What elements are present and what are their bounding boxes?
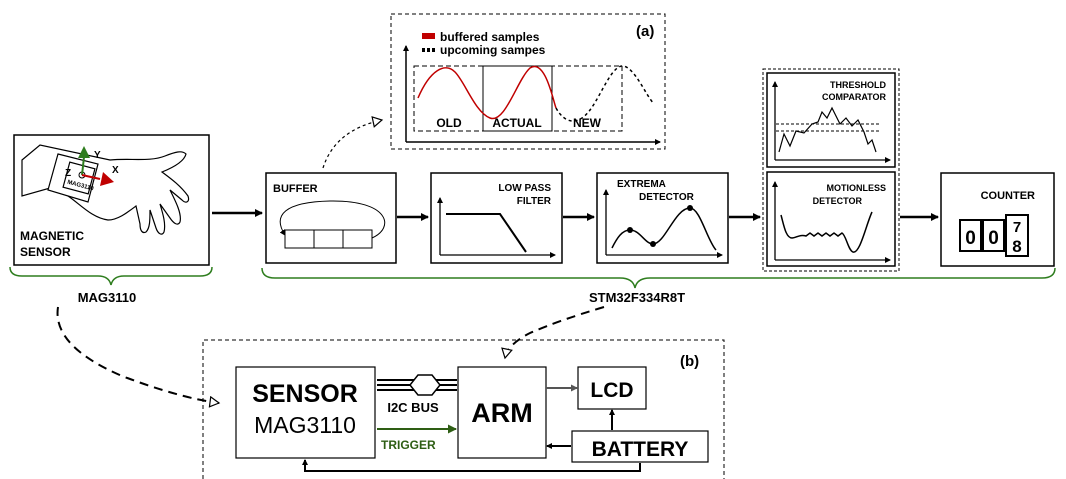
counter-digit-box [959,219,982,252]
mcu-group-label: STM32F334R8T [589,290,685,305]
battery-box [571,430,709,463]
magnetic-sensor-label-1: MAGNETIC [20,229,84,243]
buffer-block: BUFFER [265,172,397,264]
buffer-cell [284,229,315,249]
counter-digit-rolling: 7 [1013,219,1021,236]
counter-digit-box [1005,214,1029,257]
lcd-box [577,366,647,410]
i2c-bus-label: I2C BUS [387,400,439,415]
axis-y-line [81,156,85,176]
hand-with-sensor-icon: MAG3110 Z Y X [21,144,190,235]
buffer-label: BUFFER [273,183,318,195]
segment-old: OLD [436,116,462,130]
i2c-bidirectional-arrow [409,374,441,396]
magnetic-sensor-block: MAG3110 Z Y X MAGNETIC SENSOR [13,134,210,266]
sensor-brace-line [9,266,213,286]
extrema-point [687,205,693,211]
panel-b-sensor-label: SENSOR [252,380,358,408]
upcoming-signal [555,65,655,122]
counter-digit: 8 [1012,237,1021,256]
sensor-chip-box [235,366,376,459]
panel-a-frame [390,13,666,150]
mcu-to-panel-b-arrow [505,306,605,358]
panel-b: (b) SENSOR MAG3110 ARM LCD BATTERY I2C B… [202,339,725,479]
threshold-box [766,72,896,168]
arm-label: ARM [471,398,533,428]
counter-digit: 0 [988,228,999,249]
magnetic-sensor-label-2: SENSOR [20,245,71,259]
battery-label: BATTERY [592,438,689,461]
panel-a: (a) buffered samples upcoming sampes OLD… [390,13,666,150]
extrema-label-1: EXTREMA [617,179,666,190]
panel-b-frame [202,339,725,479]
lowpass-box [430,172,563,264]
lowpass-response-curve [446,213,527,253]
axis-y-arrow-icon [78,146,90,158]
trigger-label: TRIGGER [381,438,436,452]
detectors-group: THRESHOLD COMPARATOR MOTIONLESS DETECTOR [762,68,900,272]
threshold-label-2: COMPARATOR [822,92,886,102]
buffer-to-panel-a-arrow [322,120,382,169]
motionless-label-1: MOTIONLESS [826,183,886,193]
panel-b-sensor-chip: MAG3110 [254,412,356,438]
counter-digit-box [982,219,1005,252]
battery-to-sensor-arrow [302,459,641,472]
sensor-to-panel-b-arrow [56,306,219,403]
extrema-label-2: DETECTOR [639,192,695,203]
detectors-frame [762,68,900,272]
buffer-cell [342,229,373,249]
axis-x-arrow-icon [100,172,114,186]
legend-upcoming-label: upcoming sampes [440,43,546,57]
counter-label: COUNTER [981,190,1035,202]
sensor-chip-group-label: MAG3110 [78,290,137,305]
buffered-signal [417,65,557,120]
legend-buffered-swatch [422,33,435,39]
threshold-label-1: THRESHOLD [830,80,887,90]
mcu-brace: STM32F334R8T [261,267,1056,305]
actual-window [482,65,553,132]
sensor-brace: MAG3110 [9,266,213,305]
motionless-signal [780,211,873,253]
panel-a-tag: (a) [636,23,654,40]
buffer-cell [313,229,344,249]
legend-buffered-label: buffered samples [440,30,540,44]
lcd-label: LCD [590,379,633,402]
counter-block: COUNTER 0 0 7 8 [940,172,1055,267]
extrema-point [627,227,633,233]
segment-actual: ACTUAL [492,116,541,130]
i2c-bus-icon [377,374,457,396]
counter-digit: 0 [965,228,976,249]
axis-x-line [81,174,101,180]
threshold-signal [778,106,877,153]
x-axis-label: X [112,165,119,176]
lowpass-label-1: LOW PASS [498,183,551,194]
panel-b-tag: (b) [680,353,699,370]
extrema-point [650,241,656,247]
arm-box [457,366,547,459]
extrema-box [596,172,729,264]
y-axis-label: Y [94,150,101,161]
extrema-block: EXTREMA DETECTOR [596,172,729,264]
mcu-brace-line [261,267,1056,289]
z-axis-label: Z [65,168,71,179]
segment-new: NEW [573,116,602,130]
lowpass-block: LOW PASS FILTER [430,172,563,264]
motionless-label-2: DETECTOR [813,196,863,206]
buffer-loop-arrow [279,200,386,239]
motionless-box [766,171,896,267]
lowpass-label-2: FILTER [517,196,552,207]
